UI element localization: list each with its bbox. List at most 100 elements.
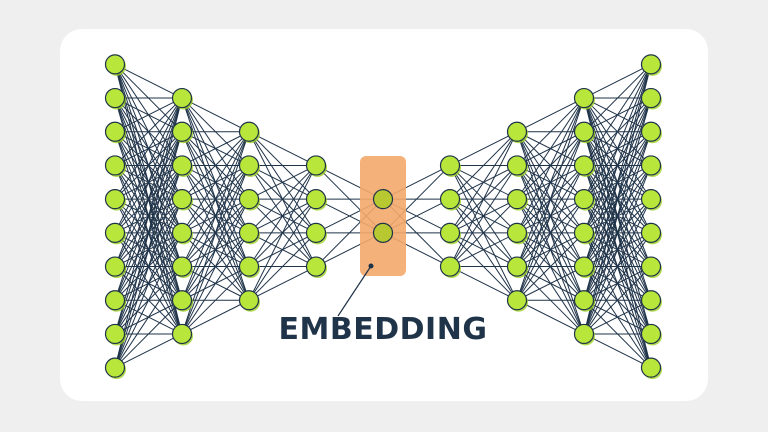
neuron-node	[171, 121, 193, 144]
edge	[583, 64, 652, 200]
edge	[583, 97, 652, 335]
neuron-node	[640, 189, 662, 211]
neuron-node	[640, 256, 662, 279]
neuron-node	[640, 121, 662, 144]
edge	[449, 131, 518, 267]
edge	[114, 165, 183, 368]
neuron-node	[238, 155, 260, 177]
edge	[181, 131, 250, 166]
edge	[248, 165, 317, 301]
edge	[181, 97, 250, 133]
neuron-node	[238, 256, 260, 279]
edge	[181, 131, 250, 301]
edge	[583, 64, 652, 234]
neuron-node	[506, 189, 528, 211]
edge	[583, 64, 652, 335]
edge	[583, 266, 652, 335]
neuron-node	[573, 121, 595, 144]
neuron-node	[506, 290, 528, 312]
edge	[583, 64, 652, 267]
edge	[248, 198, 317, 301]
edge	[114, 333, 183, 369]
neuron-node	[573, 290, 595, 312]
neuron-node	[104, 323, 126, 346]
edge	[181, 131, 250, 267]
neuron-node	[305, 256, 327, 279]
edge	[583, 64, 652, 166]
edge	[114, 97, 183, 301]
edge	[583, 299, 652, 335]
edge	[181, 131, 250, 200]
nodes-group	[104, 54, 662, 380]
neuron-node	[506, 121, 528, 144]
edge	[114, 63, 183, 99]
edge	[583, 232, 652, 335]
edge	[248, 232, 317, 301]
neuron-node	[506, 155, 528, 177]
edge	[248, 165, 317, 200]
edge	[248, 131, 317, 166]
edge	[516, 97, 585, 234]
neuron-node	[640, 290, 662, 312]
edge	[583, 63, 652, 99]
edge	[583, 198, 652, 335]
edge	[114, 97, 183, 200]
edge	[583, 131, 652, 335]
edge	[583, 64, 652, 301]
neuron-node	[506, 256, 528, 279]
neuron-node	[573, 323, 595, 346]
neuron-node	[439, 256, 461, 279]
edge	[516, 131, 585, 301]
neuron-node	[573, 155, 595, 177]
edge	[114, 97, 183, 267]
embedding-pointer-line	[337, 265, 372, 317]
edge	[114, 131, 183, 368]
edge	[449, 266, 518, 301]
edge	[449, 232, 518, 267]
edge	[181, 131, 250, 335]
neuron-node	[573, 222, 595, 245]
neuron-node	[171, 155, 193, 177]
edge	[516, 97, 585, 200]
embedding-pointer-dot	[368, 263, 374, 269]
neuron-node	[238, 189, 260, 211]
edge	[248, 266, 317, 301]
neuron-node	[238, 290, 260, 312]
neuron-node	[238, 121, 260, 144]
edge	[516, 97, 585, 267]
neuron-node	[171, 323, 193, 346]
edge	[114, 97, 183, 335]
neuron-node	[171, 87, 193, 110]
neuron-node	[640, 54, 662, 76]
neuron-node	[305, 189, 327, 211]
edge	[449, 165, 518, 267]
edge	[516, 266, 585, 301]
neuron-node	[104, 189, 126, 211]
edge	[449, 198, 518, 267]
edge	[181, 131, 250, 234]
edge	[181, 165, 250, 335]
edge	[583, 333, 652, 369]
neuron-node	[439, 155, 461, 177]
edge	[114, 97, 183, 133]
edge	[114, 97, 183, 234]
edge	[449, 131, 518, 234]
edge	[114, 299, 183, 369]
neuron-node	[305, 222, 327, 245]
neuron-node	[104, 357, 126, 380]
neuron-node	[573, 87, 595, 110]
edge	[248, 165, 317, 267]
neuron-node	[104, 54, 126, 76]
embedding-box	[360, 156, 406, 276]
edge	[583, 63, 652, 133]
neuron-node	[305, 155, 327, 177]
neuron-node	[506, 222, 528, 245]
edge	[181, 299, 250, 335]
neuron-node	[171, 222, 193, 245]
edge	[516, 97, 585, 166]
neuron-node	[104, 290, 126, 312]
neuron-node	[439, 189, 461, 211]
edge	[114, 266, 183, 368]
